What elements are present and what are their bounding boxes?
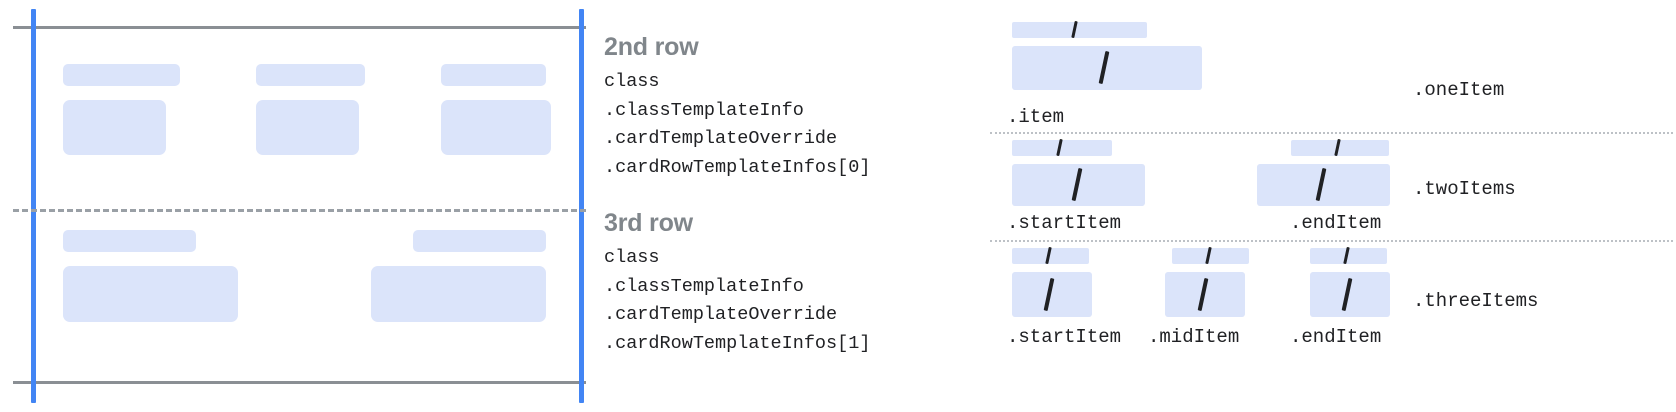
variant-item-cell: .startItem [985, 138, 1676, 245]
variant-item-label: .startItem [1007, 326, 1122, 348]
variant-item-label: .endItem [1290, 212, 1382, 234]
variant-item-cell: .startItem [985, 246, 1676, 358]
row-info-title: 3rd row [604, 209, 693, 237]
variant-item-cell: .endItem [985, 246, 1676, 358]
variant-one-item: .item .oneItem [985, 20, 1676, 132]
row-info-path-line: .cardRowTemplateInfos[0] [604, 156, 871, 178]
row-info-path-line: .classTemplateInfo [604, 275, 804, 297]
variant-two-items: .startItem .endItem .twoItems [985, 138, 1676, 245]
card-frame [0, 0, 592, 412]
row-info-2nd-row: 2nd row class .classTemplateInfo .cardTe… [604, 30, 954, 182]
variant-name-label: .threeItems [1413, 290, 1539, 312]
row-info-path-line: .classTemplateInfo [604, 99, 804, 121]
card-bottom-rule [13, 381, 586, 384]
variant-name-label: .twoItems [1413, 178, 1516, 200]
variant-item-label: .item [1007, 106, 1065, 128]
variant-three-items: .startItem .midItem .endItem .threeItems [985, 246, 1676, 358]
card-right-guide [579, 9, 584, 403]
variant-item-label: .startItem [1007, 212, 1122, 234]
variant-item-cell: .endItem [985, 138, 1676, 245]
variant-item-topbar [1310, 248, 1387, 264]
card-cell-title-placeholder [63, 230, 196, 252]
card-cell-body-placeholder [256, 100, 359, 155]
variant-name-label: .oneItem [1413, 79, 1505, 101]
variant-item-cell: .item [985, 20, 1676, 132]
card-cell-body-placeholder [371, 266, 546, 322]
card-cell-body-placeholder [63, 100, 166, 155]
card-cell-title-placeholder [441, 64, 546, 86]
variant-item-topbar [1172, 248, 1249, 264]
row-info-3rd-row: 3rd row class .classTemplateInfo .cardTe… [604, 206, 954, 358]
card-cell-title-placeholder [63, 64, 180, 86]
variant-item-label: .midItem [1148, 326, 1240, 348]
card-top-rule [13, 26, 586, 29]
card-left-guide [31, 9, 36, 403]
row-layout-variants: .item .oneItem .startItem .endItem .twoItem… [985, 0, 1676, 412]
card-cell-title-placeholder [256, 64, 365, 86]
row-info-path-line: class [604, 71, 660, 92]
row-info-path-line: class [604, 247, 660, 268]
row-info-path-line: .cardRowTemplateInfos[1] [604, 332, 871, 354]
card-cell-title-placeholder [413, 230, 546, 252]
row-info-title: 2nd row [604, 33, 699, 61]
variant-item-cell: .midItem [985, 246, 1676, 358]
card-cell-body-placeholder [63, 266, 238, 322]
variant-separator [990, 240, 1673, 242]
variant-separator [990, 132, 1673, 134]
row-info-path-line: .cardTemplateOverride [604, 128, 838, 149]
variant-item-label: .endItem [1290, 326, 1382, 348]
variant-item-topbar [1012, 22, 1147, 38]
variant-item-topbar [1012, 248, 1089, 264]
card-cell-body-placeholder [441, 100, 551, 155]
variant-item-topbar [1291, 140, 1389, 156]
row-info-path-line: .cardTemplateOverride [604, 304, 838, 325]
variant-item-topbar [1012, 140, 1112, 156]
card-row-divider [13, 209, 586, 212]
